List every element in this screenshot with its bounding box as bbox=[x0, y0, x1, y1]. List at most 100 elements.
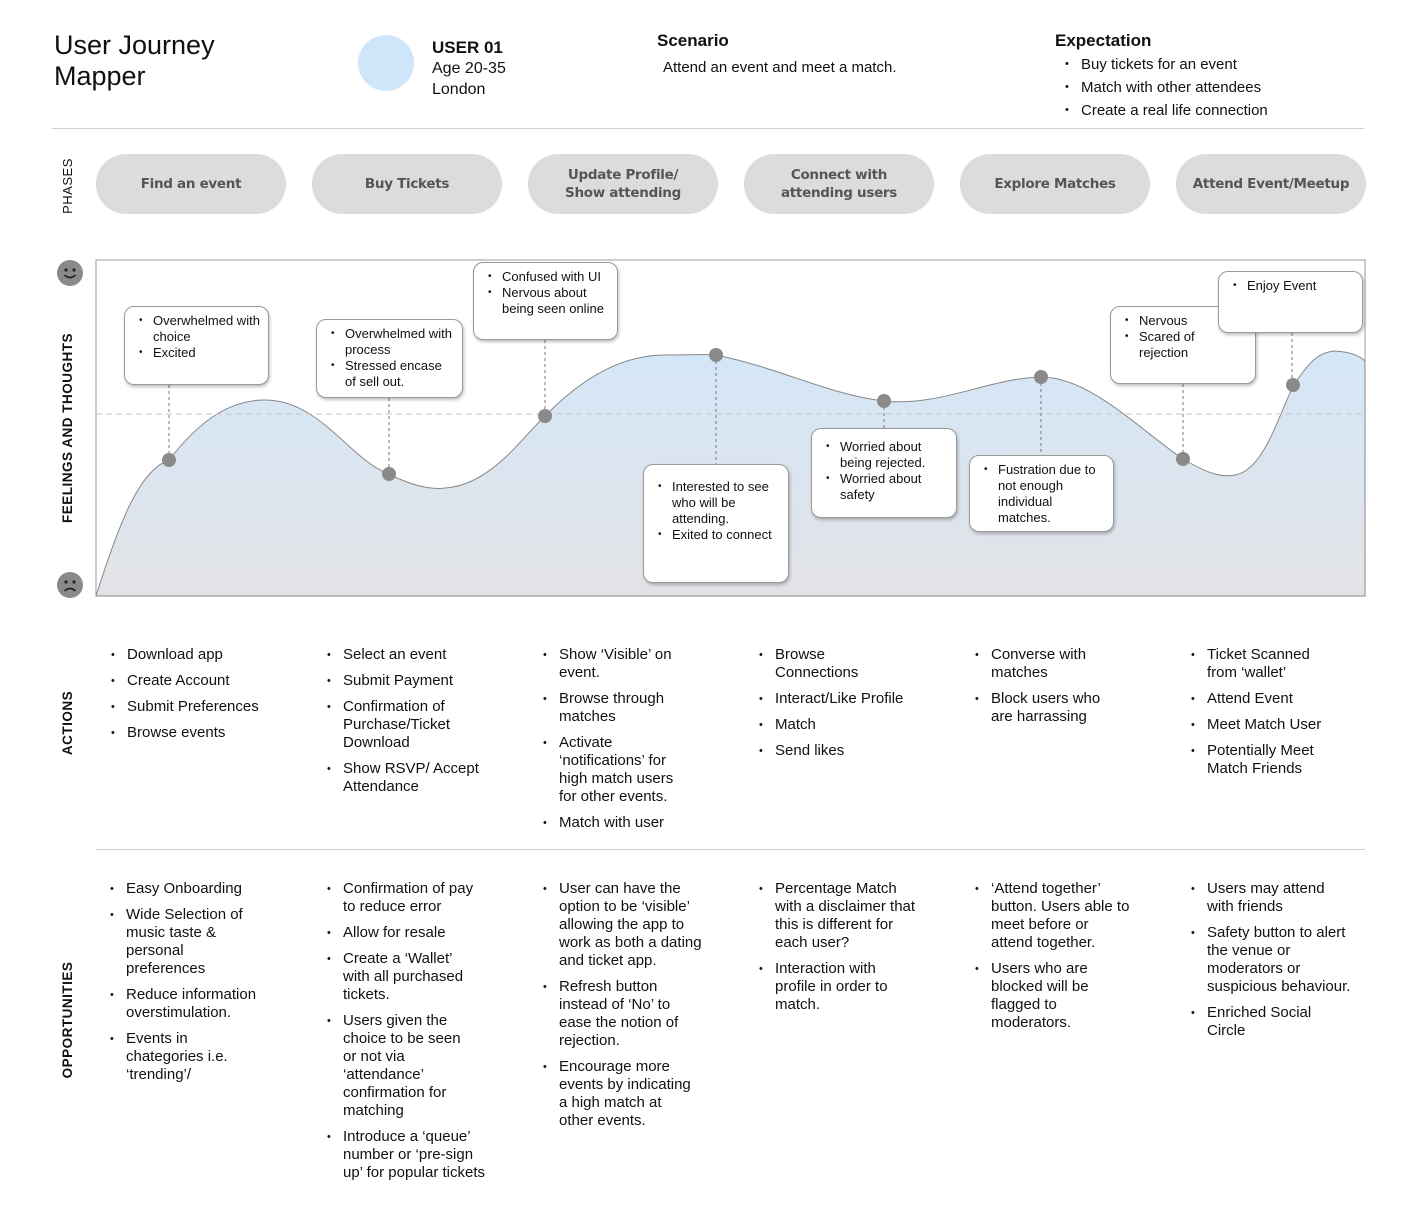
opportunity-item: Events in chategories i.e. ‘trending’/ bbox=[110, 1030, 251, 1084]
feeling-item: Confused with UI bbox=[488, 269, 609, 285]
opportunities-column: Users may attend with friends Safety but… bbox=[1191, 880, 1361, 1048]
feeling-bubble: Worried about being rejected. Worried ab… bbox=[811, 428, 957, 518]
actions-column: Select an event Submit Payment Confirmat… bbox=[327, 646, 507, 804]
opportunity-item: Users who are blocked will be flagged to… bbox=[975, 960, 1111, 1032]
opportunity-item: Refresh button instead of ‘No’ to ease t… bbox=[543, 978, 694, 1050]
expectation-item: Create a real life connection bbox=[1055, 99, 1268, 122]
phase-label: Connect with attending users bbox=[780, 167, 898, 201]
happy-face-icon bbox=[57, 260, 83, 286]
action-item: Converse with matches bbox=[975, 646, 1106, 682]
scenario-text: Attend an event and meet a match. bbox=[663, 59, 897, 76]
action-item: Browse events bbox=[111, 724, 291, 742]
feeling-item: Overwhelmed with choice bbox=[139, 313, 260, 345]
opportunity-item: Safety button to alert the venue or mode… bbox=[1191, 924, 1357, 996]
action-item: Browse Connections bbox=[759, 646, 875, 682]
phase-label: Update Profile/ Show attending bbox=[565, 167, 681, 201]
action-item: Submit Payment bbox=[327, 672, 507, 690]
opportunity-item: Wide Selection of music taste & personal… bbox=[110, 906, 256, 978]
action-item: Show ‘Visible’ on event. bbox=[543, 646, 689, 682]
opportunities-column: User can have the option to be ‘visible’… bbox=[543, 880, 703, 1138]
phase-label: Attend Event/Meetup bbox=[1192, 176, 1350, 192]
opportunities-column: ‘Attend together’ button. Users able to … bbox=[975, 880, 1135, 1040]
actions-column: Browse Connections Interact/Like Profile… bbox=[759, 646, 939, 768]
opportunity-item: Reduce information overstimulation. bbox=[110, 986, 271, 1022]
action-item: Interact/Like Profile bbox=[759, 690, 939, 708]
feeling-bubble: Fustration due to not enough individual … bbox=[969, 455, 1114, 532]
feeling-item: Exited to connect bbox=[658, 527, 780, 543]
user-id: USER 01 bbox=[432, 38, 503, 57]
opportunities-column: Confirmation of pay to reduce error Allo… bbox=[327, 880, 487, 1190]
action-item: Block users who are harrassing bbox=[975, 690, 1116, 726]
phase-update-profile: Update Profile/ Show attending bbox=[528, 154, 718, 214]
action-item: Potentially Meet Match Friends bbox=[1191, 742, 1332, 778]
row-label-opportunities: OPPORTUNITIES bbox=[60, 961, 75, 1079]
user-location: London bbox=[432, 81, 486, 98]
action-item: Attend Event bbox=[1191, 690, 1361, 708]
feeling-item: Excited bbox=[139, 345, 260, 361]
row-label-actions: ACTIONS bbox=[60, 690, 75, 756]
feeling-item: Nervous bbox=[1125, 313, 1247, 329]
user-age: Age 20-35 bbox=[432, 60, 506, 77]
action-item: Match bbox=[759, 716, 939, 734]
action-item: Match with user bbox=[543, 814, 703, 832]
header-divider bbox=[52, 128, 1364, 129]
avatar bbox=[358, 35, 414, 91]
phase-label: Find an event bbox=[140, 176, 242, 192]
feeling-item: Interested to see who will be attending. bbox=[658, 479, 780, 527]
phase-connect: Connect with attending users bbox=[744, 154, 934, 214]
expectation-item: Buy tickets for an event bbox=[1055, 53, 1268, 76]
opportunity-item: User can have the option to be ‘visible’… bbox=[543, 880, 704, 970]
feeling-item: Scared of rejection bbox=[1125, 329, 1247, 361]
feeling-item: Fustration due to not enough individual … bbox=[984, 462, 1105, 526]
actions-column: Download app Create Account Submit Prefe… bbox=[111, 646, 291, 750]
feeling-item: Worried about being rejected. bbox=[826, 439, 948, 471]
opportunity-item: Users may attend with friends bbox=[1191, 880, 1342, 916]
opportunity-item: ‘Attend together’ button. Users able to … bbox=[975, 880, 1131, 952]
phase-explore-matches: Explore Matches bbox=[960, 154, 1150, 214]
sad-face-icon bbox=[57, 572, 83, 598]
action-item: Meet Match User bbox=[1191, 716, 1361, 734]
feeling-item: Nervous about being seen online bbox=[488, 285, 609, 317]
feeling-bubble: Interested to see who will be attending.… bbox=[643, 464, 789, 583]
opportunity-item: Enriched Social Circle bbox=[1191, 1004, 1337, 1040]
feeling-bubble: Enjoy Event bbox=[1218, 271, 1363, 333]
phase-buy-tickets: Buy Tickets bbox=[312, 154, 502, 214]
action-item: Download app bbox=[111, 646, 291, 664]
action-item: Confirmation of Purchase/Ticket Download bbox=[327, 698, 463, 752]
scenario-heading: Scenario bbox=[657, 31, 729, 50]
action-item: Send likes bbox=[759, 742, 939, 760]
expectation-heading: Expectation bbox=[1055, 31, 1152, 50]
feeling-bubble: Overwhelmed with process Stressed encase… bbox=[316, 319, 463, 398]
feeling-item: Overwhelmed with process bbox=[331, 326, 454, 358]
actions-divider bbox=[96, 849, 1365, 850]
title-line-1: User Journey bbox=[54, 30, 215, 60]
feeling-item: Stressed encase of sell out. bbox=[331, 358, 454, 390]
action-item: Browse through matches bbox=[543, 690, 689, 726]
action-item: Ticket Scanned from ‘wallet’ bbox=[1191, 646, 1322, 682]
opportunity-item: Percentage Match with a disclaimer that … bbox=[759, 880, 920, 952]
opportunity-item: Allow for resale bbox=[327, 924, 487, 942]
phase-find-event: Find an event bbox=[96, 154, 286, 214]
expectation-list: Buy tickets for an event Match with othe… bbox=[1055, 53, 1268, 122]
actions-column: Ticket Scanned from ‘wallet’ Attend Even… bbox=[1191, 646, 1361, 786]
feeling-item: Worried about safety bbox=[826, 471, 948, 503]
phase-attend-event: Attend Event/Meetup bbox=[1176, 154, 1366, 214]
scenario: Scenario Attend an event and meet a matc… bbox=[657, 31, 896, 76]
opportunity-item: Interaction with profile in order to mat… bbox=[759, 960, 905, 1014]
opportunity-item: Easy Onboarding bbox=[110, 880, 275, 898]
opportunity-item: Users given the choice to be seen or not… bbox=[327, 1012, 473, 1120]
opportunity-item: Introduce a ‘queue’ number or ‘pre-sign … bbox=[327, 1128, 488, 1182]
title-line-2: Mapper bbox=[54, 61, 146, 91]
phase-label: Buy Tickets bbox=[364, 176, 450, 192]
opportunity-item: Confirmation of pay to reduce error bbox=[327, 880, 488, 916]
opportunity-item: Create a ‘Wallet’ with all purchased tic… bbox=[327, 950, 478, 1004]
user-persona: USER 01 Age 20-35 London bbox=[432, 37, 506, 100]
opportunities-column: Easy Onboarding Wide Selection of music … bbox=[110, 880, 275, 1092]
action-item: Select an event bbox=[327, 646, 507, 664]
connector-lines bbox=[168, 333, 1293, 474]
feeling-item: Enjoy Event bbox=[1233, 278, 1354, 294]
page-title: User Journey Mapper bbox=[54, 30, 215, 92]
opportunities-column: Percentage Match with a disclaimer that … bbox=[759, 880, 919, 1022]
action-item: Show RSVP/ Accept Attendance bbox=[327, 760, 488, 796]
action-item: Activate ‘notifications’ for high match … bbox=[543, 734, 689, 806]
